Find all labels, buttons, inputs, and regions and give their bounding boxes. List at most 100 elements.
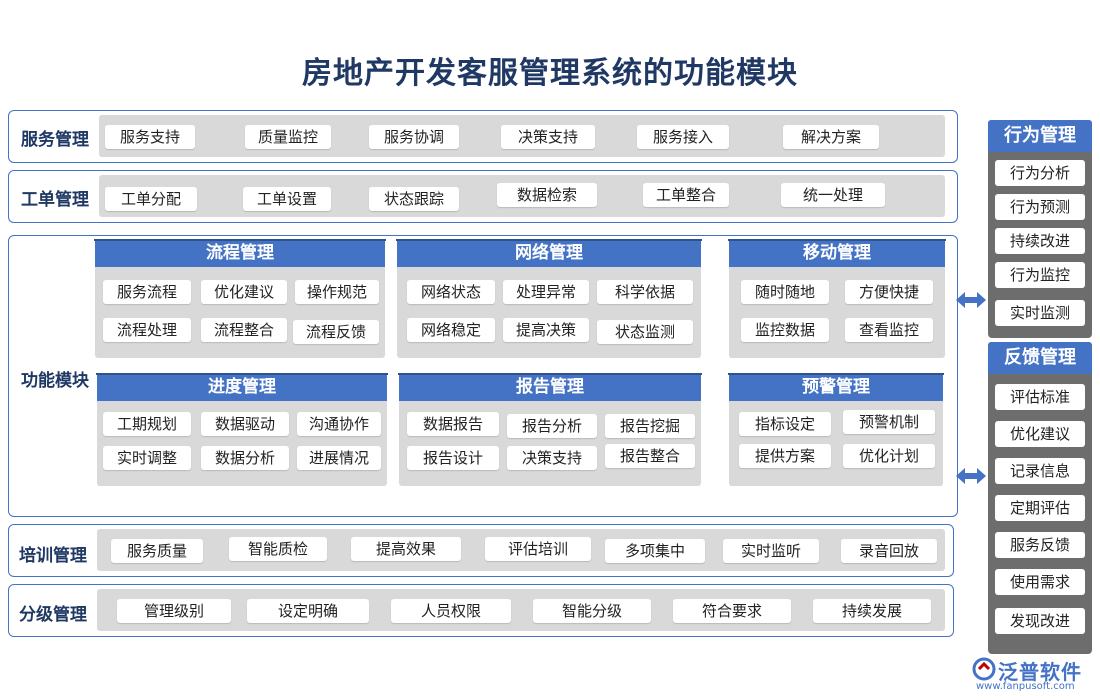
service-item: 服务协调 bbox=[369, 125, 459, 149]
panel-item: 科学依据 bbox=[597, 280, 693, 304]
training-item: 提高效果 bbox=[351, 537, 461, 561]
panel-item: 提供方案 bbox=[739, 444, 831, 468]
grading-item: 设定明确 bbox=[247, 599, 369, 623]
panel-item: 流程整合 bbox=[201, 318, 287, 342]
behavior-item: 行为分析 bbox=[995, 160, 1085, 186]
training-strip: 服务质量 智能质检 提高效果 评估培训 多项集中 实时监听 录音回放 bbox=[97, 529, 945, 571]
feedback-title: 反馈管理 bbox=[988, 342, 1092, 374]
service-item: 决策支持 bbox=[501, 125, 595, 149]
behavior-item: 持续改进 bbox=[995, 228, 1085, 254]
training-item: 智能质检 bbox=[229, 537, 327, 561]
workorder-section: 工单管理 工单分配 工单设置 状态跟踪 数据检索 工单整合 统一处理 bbox=[8, 170, 958, 223]
feedback-item: 服务反馈 bbox=[995, 532, 1085, 558]
service-item: 服务接入 bbox=[637, 125, 729, 149]
workorder-item: 状态跟踪 bbox=[369, 187, 459, 211]
panel-warning-title: 预警管理 bbox=[728, 373, 944, 401]
grading-strip: 管理级别 设定明确 人员权限 智能分级 符合要求 持续发展 bbox=[97, 589, 945, 631]
grading-item: 管理级别 bbox=[117, 599, 231, 623]
panel-warning: 预警管理 指标设定 预警机制 提供方案 优化计划 bbox=[728, 373, 944, 486]
panel-item: 网络状态 bbox=[407, 280, 495, 304]
panel-item: 进展情况 bbox=[297, 446, 381, 470]
panel-process-title: 流程管理 bbox=[94, 239, 386, 267]
behavior-item: 实时监测 bbox=[995, 300, 1085, 326]
panel-item: 数据分析 bbox=[201, 446, 289, 470]
panel-item: 数据驱动 bbox=[201, 412, 289, 436]
training-item: 实时监听 bbox=[723, 539, 819, 563]
logo-icon bbox=[972, 657, 996, 681]
training-section: 培训管理 服务质量 智能质检 提高效果 评估培训 多项集中 实时监听 录音回放 bbox=[8, 524, 954, 577]
panel-item: 优化计划 bbox=[843, 444, 935, 468]
panel-item: 沟通协作 bbox=[297, 412, 381, 436]
double-arrow-icon bbox=[956, 468, 986, 484]
double-arrow-icon bbox=[956, 292, 986, 308]
panel-progress-title: 进度管理 bbox=[96, 373, 388, 401]
panel-network-title: 网络管理 bbox=[396, 239, 702, 267]
service-strip: 服务支持 质量监控 服务协调 决策支持 服务接入 解决方案 bbox=[99, 115, 945, 157]
panel-item: 查看监控 bbox=[845, 318, 933, 342]
panel-process: 流程管理 服务流程 优化建议 操作规范 流程处理 流程整合 流程反馈 bbox=[94, 239, 386, 358]
grading-label: 分级管理 bbox=[19, 605, 87, 625]
service-item: 解决方案 bbox=[783, 125, 879, 149]
training-item: 录音回放 bbox=[841, 539, 937, 563]
workorder-item: 工单分配 bbox=[105, 187, 197, 211]
behavior-item: 行为监控 bbox=[995, 262, 1085, 288]
panel-item: 报告整合 bbox=[605, 444, 695, 468]
panel-item: 监控数据 bbox=[741, 318, 829, 342]
panel-item: 网络稳定 bbox=[407, 318, 495, 342]
logo-url: www.fanpusoft.com bbox=[976, 681, 1075, 692]
workorder-item: 工单整合 bbox=[643, 183, 729, 207]
panel-item: 报告挖掘 bbox=[605, 414, 695, 438]
panel-item: 预警机制 bbox=[843, 410, 935, 434]
panel-item: 优化建议 bbox=[201, 280, 287, 304]
training-item: 评估培训 bbox=[485, 537, 591, 561]
panel-item: 状态监测 bbox=[597, 320, 693, 344]
panel-item: 流程处理 bbox=[103, 318, 191, 342]
panel-item: 提高决策 bbox=[503, 318, 589, 342]
panel-item: 指标设定 bbox=[739, 412, 831, 436]
behavior-item: 行为预测 bbox=[995, 194, 1085, 220]
service-section: 服务管理 服务支持 质量监控 服务协调 决策支持 服务接入 解决方案 bbox=[8, 110, 958, 163]
panel-report-title: 报告管理 bbox=[398, 373, 702, 401]
grading-section: 分级管理 管理级别 设定明确 人员权限 智能分级 符合要求 持续发展 bbox=[8, 584, 954, 637]
panel-item: 数据报告 bbox=[407, 412, 499, 436]
feedback-item: 优化建议 bbox=[995, 421, 1085, 447]
panel-network: 网络管理 网络状态 处理异常 科学依据 网络稳定 提高决策 状态监测 bbox=[396, 239, 702, 358]
feedback-item: 使用需求 bbox=[995, 569, 1085, 595]
grading-item: 人员权限 bbox=[391, 599, 511, 623]
panel-report: 报告管理 数据报告 报告分析 报告挖掘 报告设计 决策支持 报告整合 bbox=[398, 373, 702, 486]
panel-progress: 进度管理 工期规划 数据驱动 沟通协作 实时调整 数据分析 进展情况 bbox=[96, 373, 388, 486]
behavior-panel: 行为管理 行为分析 行为预测 持续改进 行为监控 实时监测 bbox=[988, 120, 1092, 338]
panel-item: 报告设计 bbox=[407, 446, 499, 470]
panel-mobile-title: 移动管理 bbox=[728, 239, 946, 267]
panel-item: 实时调整 bbox=[103, 446, 191, 470]
workorder-item: 数据检索 bbox=[497, 183, 597, 207]
functions-section: 功能模块 流程管理 服务流程 优化建议 操作规范 流程处理 流程整合 流程反馈 … bbox=[8, 235, 958, 517]
panel-item: 决策支持 bbox=[507, 446, 597, 470]
workorder-label: 工单管理 bbox=[21, 190, 89, 210]
page-title: 房地产开发客服管理系统的功能模块 bbox=[302, 56, 798, 91]
brand-logo: 泛普软件 www.fanpusoft.com bbox=[968, 654, 1096, 698]
panel-item: 服务流程 bbox=[103, 280, 191, 304]
feedback-panel: 反馈管理 评估标准 优化建议 记录信息 定期评估 服务反馈 使用需求 发现改进 bbox=[988, 342, 1092, 654]
panel-item: 方便快捷 bbox=[845, 280, 933, 304]
logo-name: 泛普软件 bbox=[998, 660, 1082, 684]
feedback-item: 定期评估 bbox=[995, 495, 1085, 521]
service-item: 服务支持 bbox=[105, 125, 195, 149]
feedback-item: 评估标准 bbox=[995, 384, 1085, 410]
behavior-title: 行为管理 bbox=[988, 120, 1092, 152]
workorder-item: 工单设置 bbox=[243, 187, 331, 211]
training-item: 服务质量 bbox=[111, 539, 203, 563]
service-item: 质量监控 bbox=[245, 125, 331, 149]
grading-item: 智能分级 bbox=[533, 599, 651, 623]
panel-item: 处理异常 bbox=[503, 280, 589, 304]
panel-item: 随时随地 bbox=[741, 280, 829, 304]
workorder-strip: 工单分配 工单设置 状态跟踪 数据检索 工单整合 统一处理 bbox=[99, 175, 945, 217]
training-label: 培训管理 bbox=[19, 546, 87, 566]
grading-item: 符合要求 bbox=[673, 599, 791, 623]
panel-item: 工期规划 bbox=[103, 412, 191, 436]
panel-item: 报告分析 bbox=[507, 414, 597, 438]
feedback-item: 记录信息 bbox=[995, 458, 1085, 484]
service-label: 服务管理 bbox=[21, 130, 89, 150]
training-item: 多项集中 bbox=[605, 539, 705, 563]
panel-item: 流程反馈 bbox=[293, 320, 379, 344]
